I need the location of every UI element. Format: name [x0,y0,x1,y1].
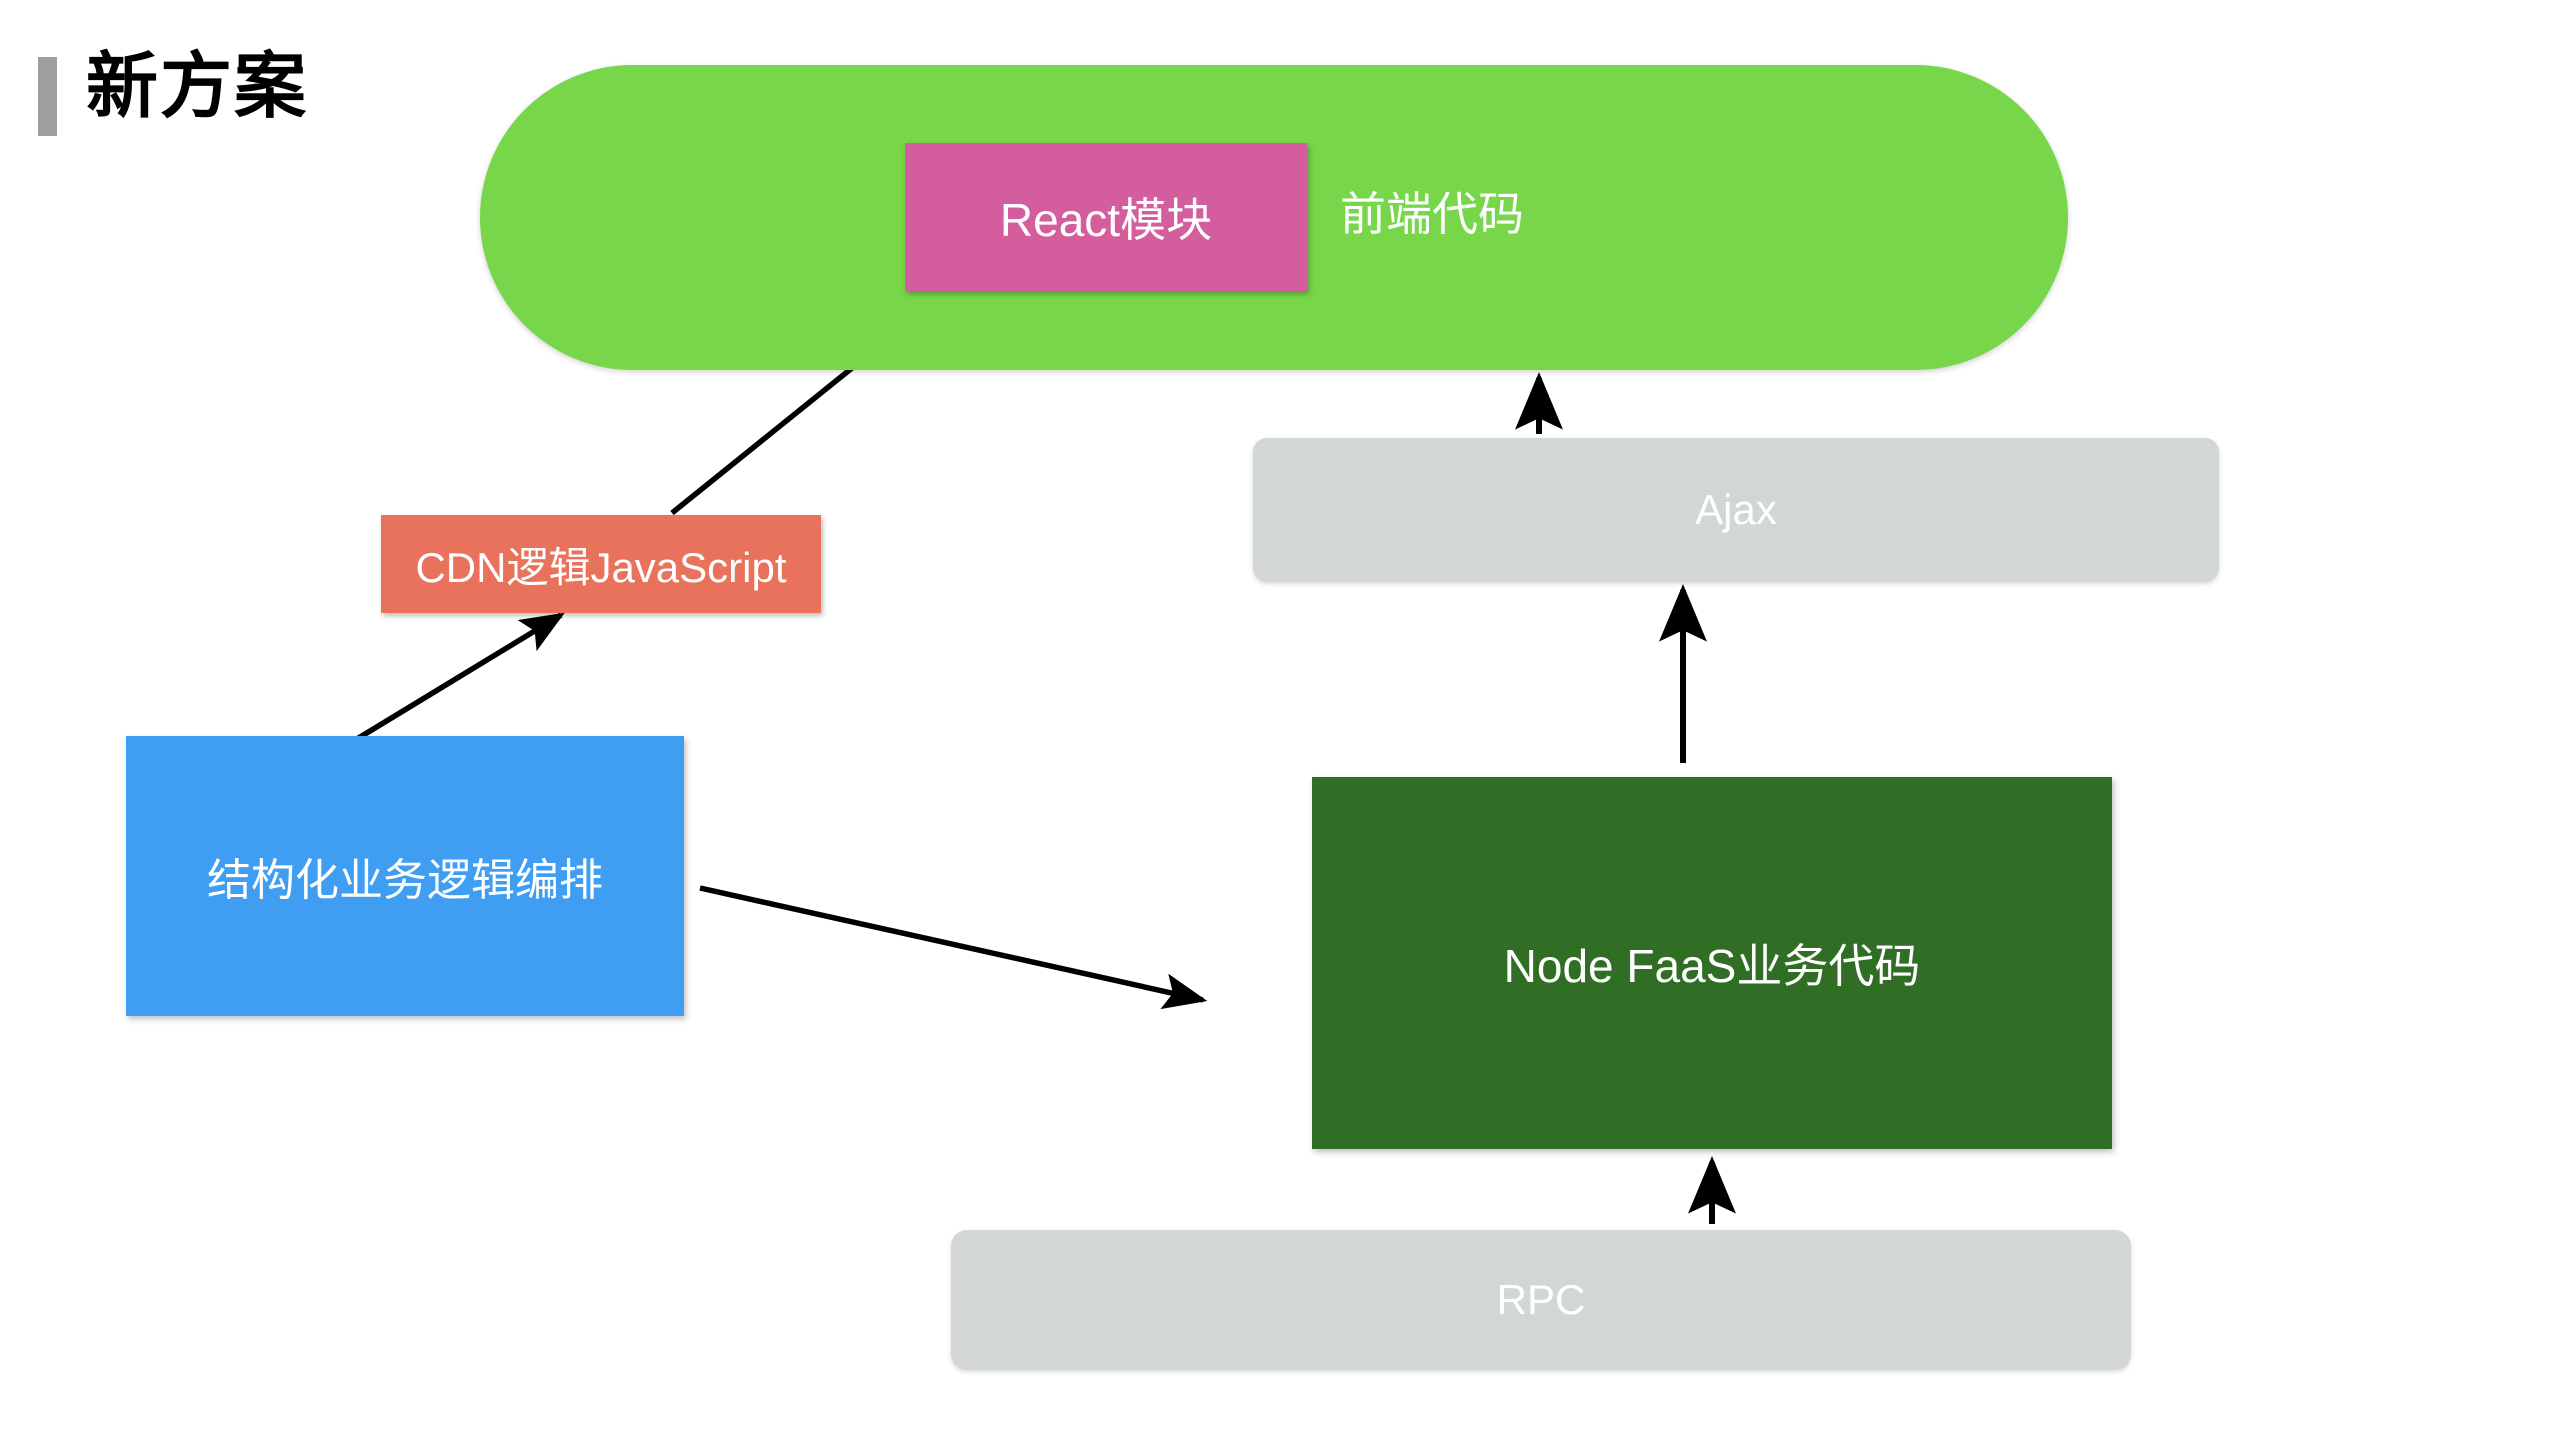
node-structured-business-logic-orchestration[interactable]: 结构化业务逻辑编排 [126,736,684,1016]
arrow-orchestration-to-faas [699,885,1208,1010]
node-node-faas-business-code[interactable]: Node FaaS业务代码 [1312,777,2112,1149]
node-rpc[interactable]: RPC [951,1230,2131,1370]
node-cdn-logic-javascript[interactable]: CDN逻辑JavaScript [381,515,821,613]
node-ajax[interactable]: Ajax [1253,438,2219,582]
title-accent-bar [38,57,57,136]
node-react-module[interactable]: React模块 [905,143,1307,291]
page-title: 新方案 [86,47,309,127]
arrow-orchestration-to-cdn [345,612,565,748]
node-frontend-code-label: 前端代码 [1340,188,1524,240]
